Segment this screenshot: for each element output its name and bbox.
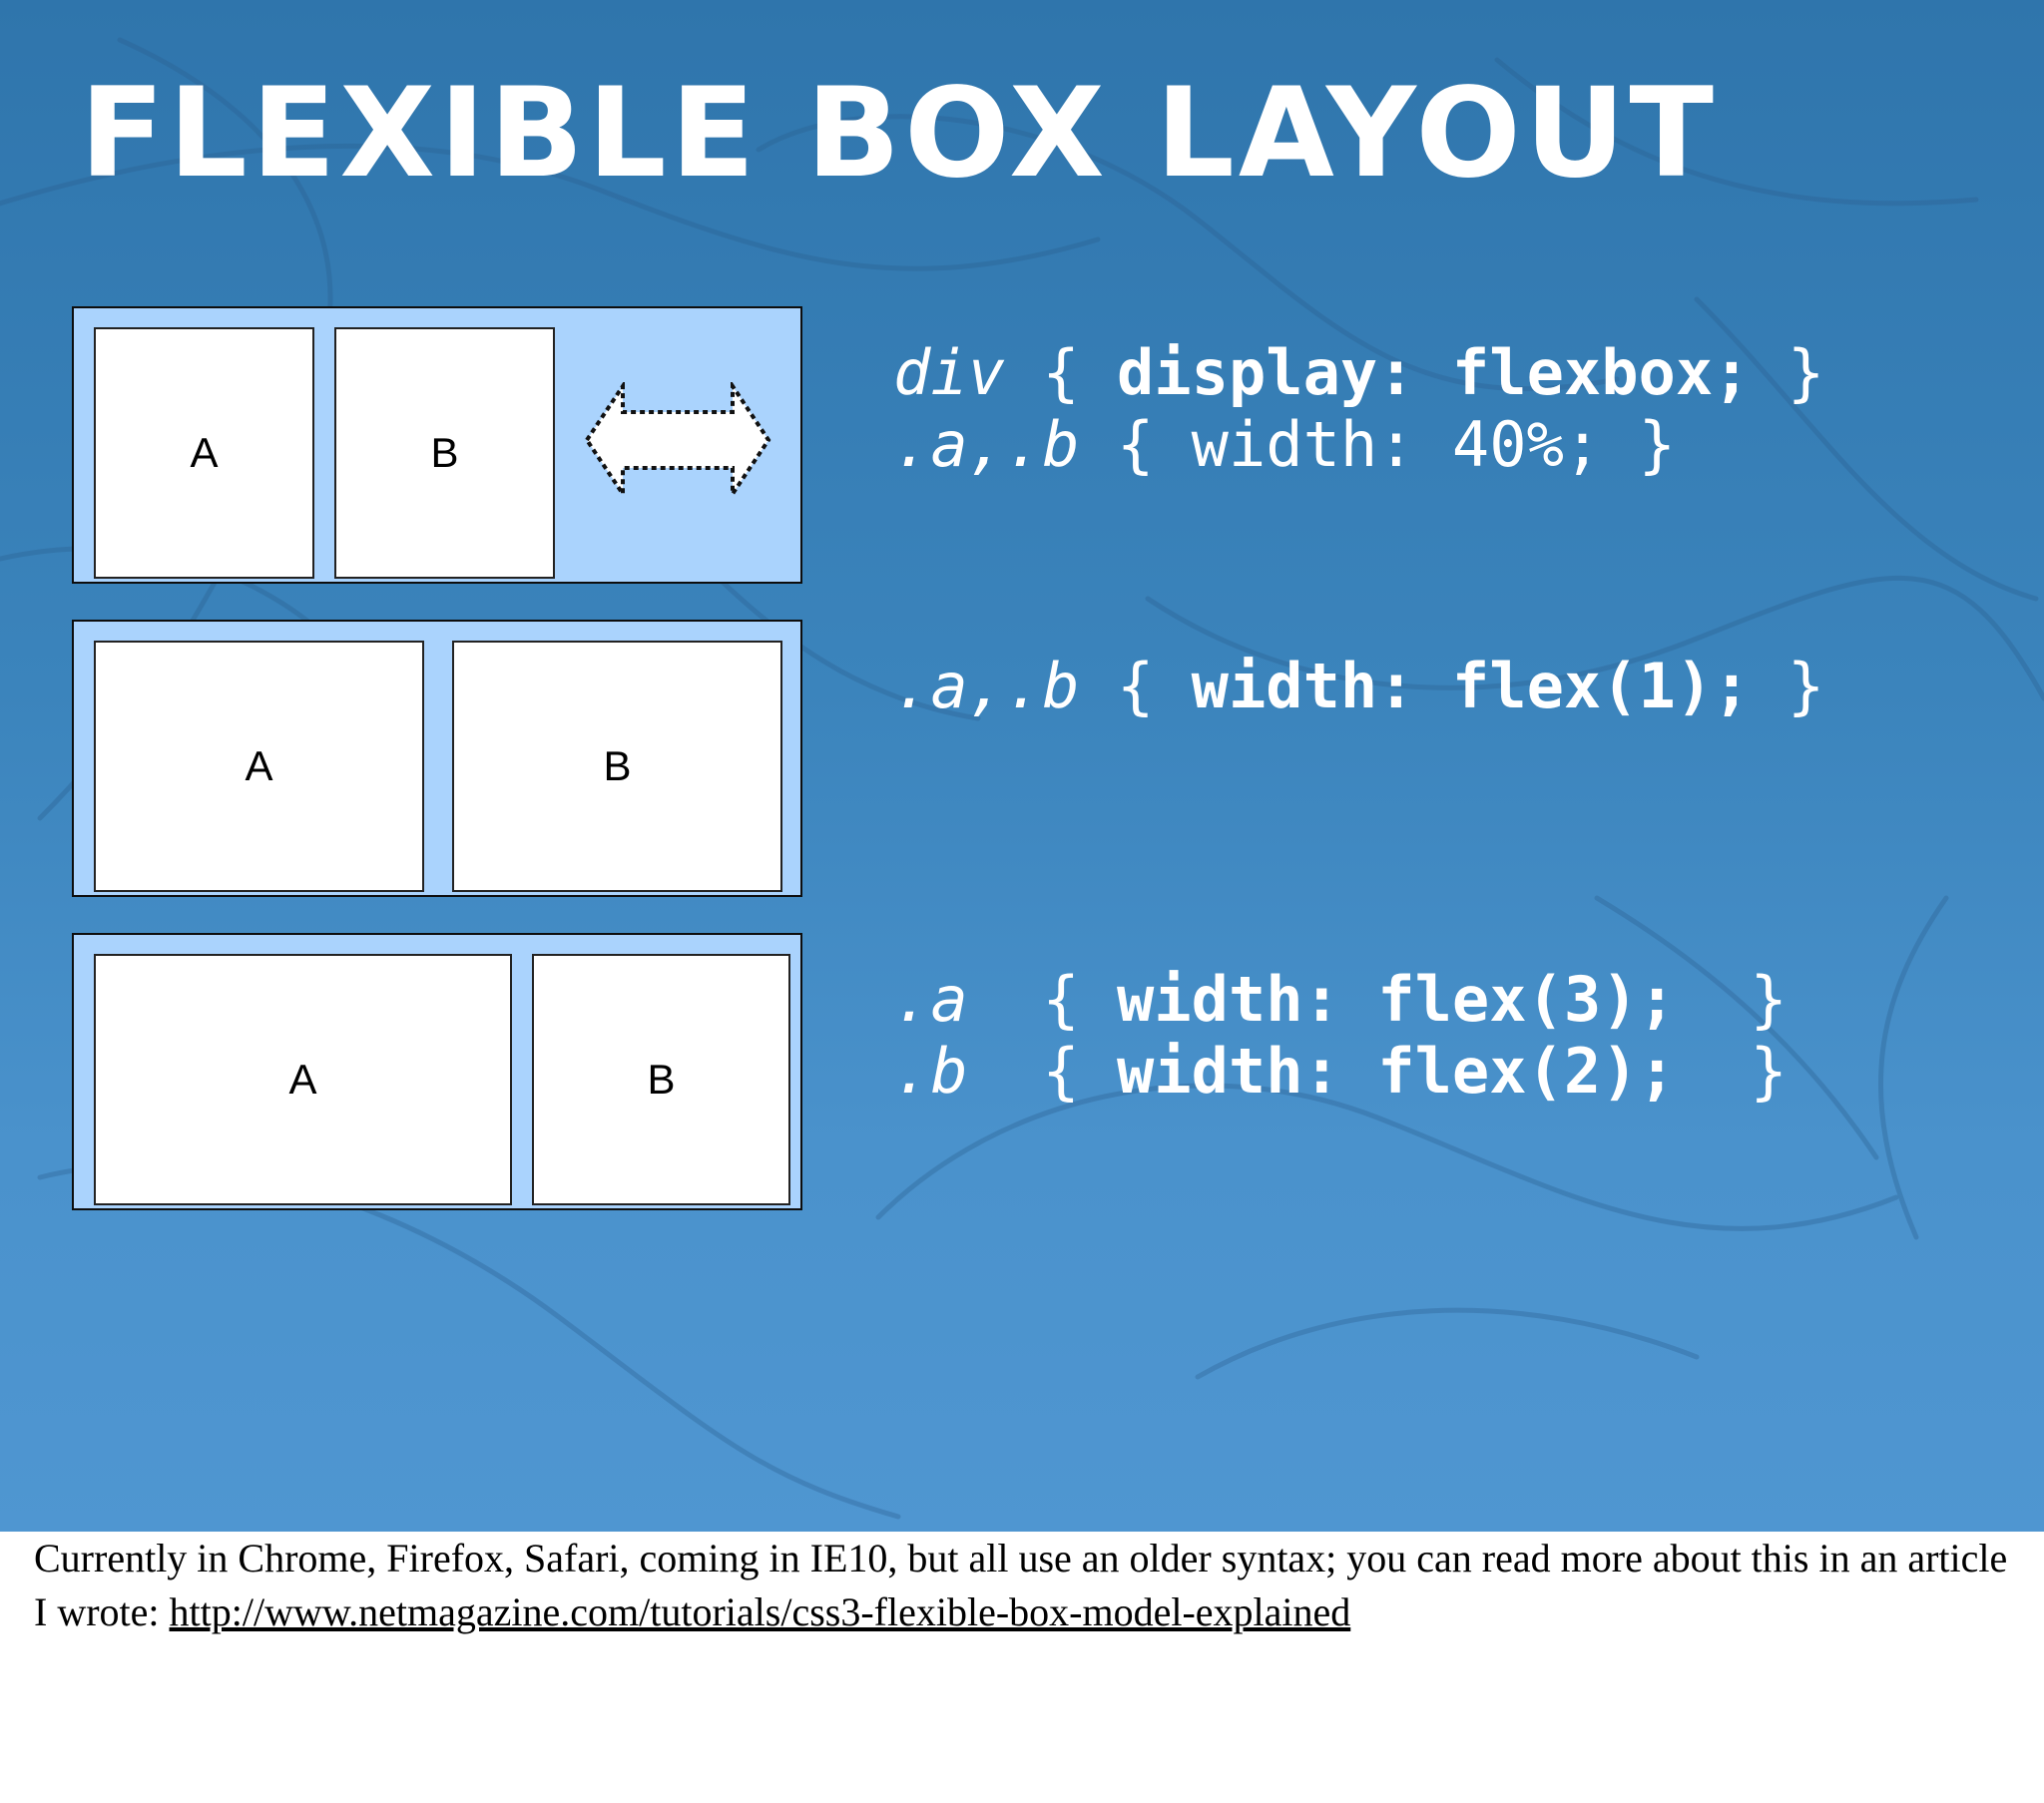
- code-brace-open: {: [1116, 650, 1155, 722]
- code-brace-open: {: [1042, 336, 1080, 409]
- code-brace-close: }: [1638, 408, 1676, 481]
- flex-demo-equal: A B: [72, 620, 802, 897]
- code-brace-close: }: [1750, 1035, 1788, 1108]
- code-declaration: width: flex(3);: [1116, 963, 1676, 1036]
- code-block-flex-ratio: .a { width: flex(3); }.b { width: flex(2…: [893, 964, 1788, 1108]
- code-brace-open: {: [1116, 408, 1155, 481]
- background-sketch-art: [0, 37, 2044, 1520]
- code-selector: .a,.b: [893, 408, 1080, 481]
- code-declaration: display: flexbox;: [1116, 336, 1751, 409]
- code-brace-open: {: [1042, 963, 1080, 1036]
- code-declaration: width: flex(2);: [1116, 1035, 1676, 1108]
- code-brace-open: {: [1042, 1035, 1080, 1108]
- code-selector: .a,.b: [893, 650, 1080, 722]
- code-brace-close: }: [1750, 963, 1788, 1036]
- speaker-notes: Currently in Chrome, Firefox, Safari, co…: [34, 1532, 2020, 1639]
- flex-demo-fixed-width: A B: [72, 306, 802, 584]
- code-declaration: width: 40%;: [1191, 408, 1602, 481]
- code-line: div { display: flexbox; }: [893, 337, 1824, 409]
- box-b: B: [452, 641, 782, 892]
- code-brace-close: }: [1787, 650, 1825, 722]
- code-selector: .a: [893, 963, 968, 1036]
- code-line: .a,.b { width: 40%; }: [893, 409, 1824, 481]
- box-b: B: [334, 327, 555, 579]
- flex-demo-ratio: A B: [72, 933, 802, 1210]
- code-line: .a,.b { width: flex(1); }: [893, 651, 1824, 722]
- notes-text: Currently in Chrome, Firefox, Safari, co…: [34, 1536, 2008, 1634]
- box-b: B: [532, 954, 790, 1205]
- box-a: A: [94, 954, 512, 1205]
- code-line: .b { width: flex(2); }: [893, 1036, 1788, 1108]
- code-declaration: width: flex(1);: [1191, 650, 1751, 722]
- code-block-flex-equal: .a,.b { width: flex(1); }: [893, 651, 1824, 722]
- article-link[interactable]: http://www.netmagazine.com/tutorials/css…: [169, 1589, 1351, 1634]
- double-arrow-dotted-icon: [584, 382, 771, 498]
- slide: FLEXIBLE BOX LAYOUT A B A B A B div { di…: [0, 0, 2044, 1532]
- code-selector: div: [893, 336, 1005, 409]
- box-a: A: [94, 641, 424, 892]
- code-selector: .b: [893, 1035, 968, 1108]
- slide-title: FLEXIBLE BOX LAYOUT: [80, 62, 1719, 206]
- code-line: .a { width: flex(3); }: [893, 964, 1788, 1036]
- box-a: A: [94, 327, 314, 579]
- code-block-flexbox: div { display: flexbox; }.a,.b { width: …: [893, 337, 1824, 481]
- code-brace-close: }: [1787, 336, 1825, 409]
